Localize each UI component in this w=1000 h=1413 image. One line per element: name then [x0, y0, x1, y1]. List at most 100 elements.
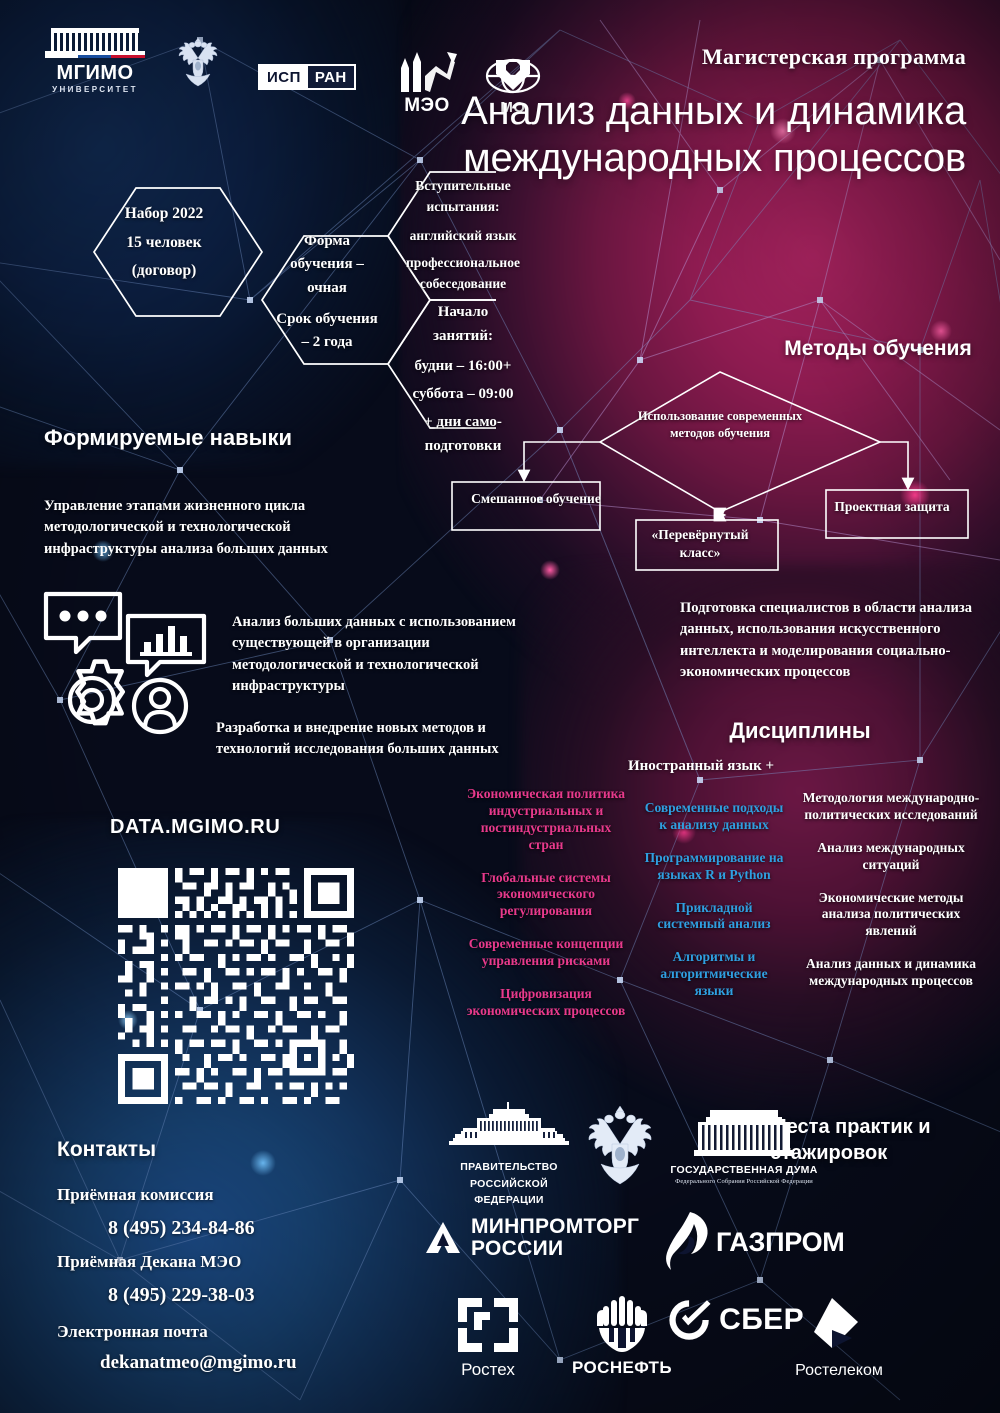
discipline-item: Анализ международных ситуаций — [817, 839, 965, 872]
hex-line: профессиональное — [406, 254, 520, 270]
hex-line: подготовки — [424, 438, 502, 455]
hex-line: – 2 года — [301, 334, 353, 350]
meo-logo: МЭО — [391, 50, 463, 117]
rosneft-mark-icon — [597, 1296, 647, 1352]
discipline-item: Анализ данных и динамика международных п… — [806, 956, 976, 988]
email-value[interactable]: dekanatmeo@mgimo.ru — [100, 1352, 297, 1373]
sber-mark-icon — [669, 1300, 711, 1340]
discipline-item: Методология международно-политических ис… — [802, 790, 980, 822]
mgimo-logo-name: МГИМО — [56, 62, 134, 84]
rosneft-logo: РОСНЕФТЬ — [554, 1294, 690, 1378]
rostelecom-caption: Ростелеком — [795, 1362, 883, 1379]
mo-logo: МО — [481, 54, 545, 116]
mgimo-logo-subtitle: УНИВЕРСИТЕТ — [52, 85, 138, 94]
rostec-caption: Ростех — [461, 1360, 515, 1379]
hex-line: собеседование — [419, 275, 507, 291]
hex-line: Набор 2022 — [124, 205, 204, 222]
header-logo-strip: МГИМО УНИВЕРСИТЕТ ИСП — [36, 26, 556, 116]
methods-heading: Методы обучения — [784, 337, 972, 360]
state-duma-logo: ГОСУДАРСТВЕННАЯ ДУМА Федерального Собран… — [656, 1108, 832, 1185]
minpromtorg-caption-line1: МИНПРОМТОРГ — [471, 1215, 640, 1238]
discipline-item: Прикладной системный анализ — [657, 899, 771, 932]
russia-emblem-icon — [166, 30, 230, 94]
admissions-label: Приёмная комиссия — [57, 1185, 214, 1204]
discipline-column-data-science: Современные подходы к анализу данных Про… — [640, 800, 788, 1000]
qr-code-icon[interactable] — [118, 868, 354, 1104]
hex-line: будни – 16:00+ — [414, 357, 512, 374]
dean-office-phone[interactable]: 8 (495) 229-38-03 — [108, 1284, 255, 1306]
discipline-column-economics: Экономическая политика индустриальных и … — [466, 786, 626, 1020]
hex-line: испытания: — [426, 198, 500, 214]
hex-line: суббота – 09:00 — [412, 385, 514, 402]
rostec-mark-icon — [458, 1298, 518, 1352]
discipline-item: Современные подходы к анализу данных — [644, 800, 784, 832]
hex-line: 15 человек — [126, 233, 202, 251]
government-caption-line1: ПРАВИТЕЛЬСТВО — [460, 1161, 558, 1173]
rostec-logo: Ростех — [432, 1294, 544, 1380]
mo-logo-caption: МО — [500, 99, 526, 116]
mgimo-building-icon — [45, 28, 145, 58]
hex-line: занятий: — [433, 328, 493, 345]
gazprom-caption: ГАЗПРОМ — [716, 1226, 845, 1257]
flow-decision-diamond — [598, 371, 882, 513]
meo-logo-caption: МЭО — [404, 95, 450, 116]
gazprom-flame-icon — [666, 1212, 708, 1270]
flow-decision-label: Использование современных методов обучен… — [637, 409, 803, 440]
chart-bubble-icon-bars — [140, 626, 192, 656]
hex-line: Начало — [437, 304, 489, 320]
discipline-item: Современные концепции управления рисками — [468, 936, 624, 968]
sber-logo: СБЕР — [664, 1292, 804, 1348]
email-label: Электронная почта — [57, 1322, 208, 1341]
discipline-item: Экономическая политика индустриальных и … — [467, 786, 625, 852]
skills-heading: Формируемые навыки — [44, 425, 292, 450]
hexagon-admission — [92, 187, 264, 317]
rostelecom-logo: Ростелеком — [774, 1296, 904, 1380]
info-hexagons: Набор 2022 15 человек (договор) Форма об… — [76, 152, 520, 454]
methods-flowchart: Использование современных методов обучен… — [440, 330, 1000, 580]
flow-box-project — [825, 489, 969, 539]
discipline-column-international: Методология международно-политических ис… — [796, 790, 986, 990]
hexagon-study-form-text: Форма обучения – очная Срок обучения – 2… — [252, 230, 402, 354]
hexagon-entrance-exams-text: Вступительные испытания: английский язык… — [388, 176, 538, 295]
isp-ran-part-ran: РАН — [307, 66, 354, 88]
hex-line: английский язык — [409, 227, 517, 243]
specialization-text: Подготовка специалистов в области анализ… — [680, 600, 972, 680]
hex-line: + дни само- — [424, 414, 502, 431]
minpromtorg-logo: МИНПРОМТОРГ РОССИИ — [424, 1215, 644, 1260]
flow-box-flipped — [635, 519, 779, 571]
dean-office-label: Приёмная Декана МЭО — [57, 1252, 242, 1271]
hex-line: Срок обучения — [276, 310, 378, 327]
hex-line: (договор) — [131, 262, 197, 280]
discipline-item: Программирование на языках R и Python — [644, 849, 784, 882]
rostelecom-mark-icon — [814, 1298, 858, 1348]
sber-caption: СБЕР — [719, 1303, 804, 1336]
flow-outcome-project: Проектная защита — [834, 499, 950, 514]
admissions-phone[interactable]: 8 (495) 234-84-86 — [108, 1217, 255, 1239]
disciplines-prefix: Иностранный язык + — [628, 758, 775, 774]
isp-ran-part-isp: ИСП — [260, 66, 308, 88]
skill-item-2: Анализ больших данных с использованием с… — [232, 614, 516, 694]
person-circle-icon — [131, 677, 189, 735]
program-kicker: Магистерская программа — [701, 44, 966, 69]
flow-outcome-flipped: «Перевёрнутый класс» — [651, 527, 749, 560]
flow-outcome-blended: Смешанное обучение — [471, 491, 601, 506]
hex-line: Вступительные — [415, 178, 511, 193]
mgimo-logo: МГИМО УНИВЕРСИТЕТ — [40, 28, 150, 94]
flow-arrow-right — [880, 441, 915, 491]
skill-item-1: Управление этапами жизненного цикла мето… — [44, 498, 328, 557]
contacts-heading: Контакты — [57, 1138, 157, 1161]
gazprom-logo: ГАЗПРОМ — [662, 1210, 852, 1274]
government-logo: ПРАВИТЕЛЬСТВО РОССИЙСКОЙ ФЕДЕРАЦИИ — [434, 1102, 584, 1208]
discipline-item: Экономические методы анализа политически… — [818, 889, 964, 939]
minpromtorg-mark-icon — [426, 1222, 460, 1254]
hex-line: Форма — [303, 233, 351, 249]
hexagon-classes-start-text: Начало занятий: будни – 16:00+ суббота –… — [388, 300, 538, 459]
chat-dots-icon-dots — [59, 610, 107, 622]
hex-line: очная — [307, 279, 347, 296]
russia-emblem-icon-partner — [572, 1102, 668, 1193]
government-caption-line2: РОССИЙСКОЙ — [470, 1177, 548, 1190]
partner-logos-row-1: ПРАВИТЕЛЬСТВО РОССИЙСКОЙ ФЕДЕРАЦИИ — [424, 1098, 845, 1298]
discipline-item: Алгоритмы и алгоритмические языки — [660, 949, 768, 998]
